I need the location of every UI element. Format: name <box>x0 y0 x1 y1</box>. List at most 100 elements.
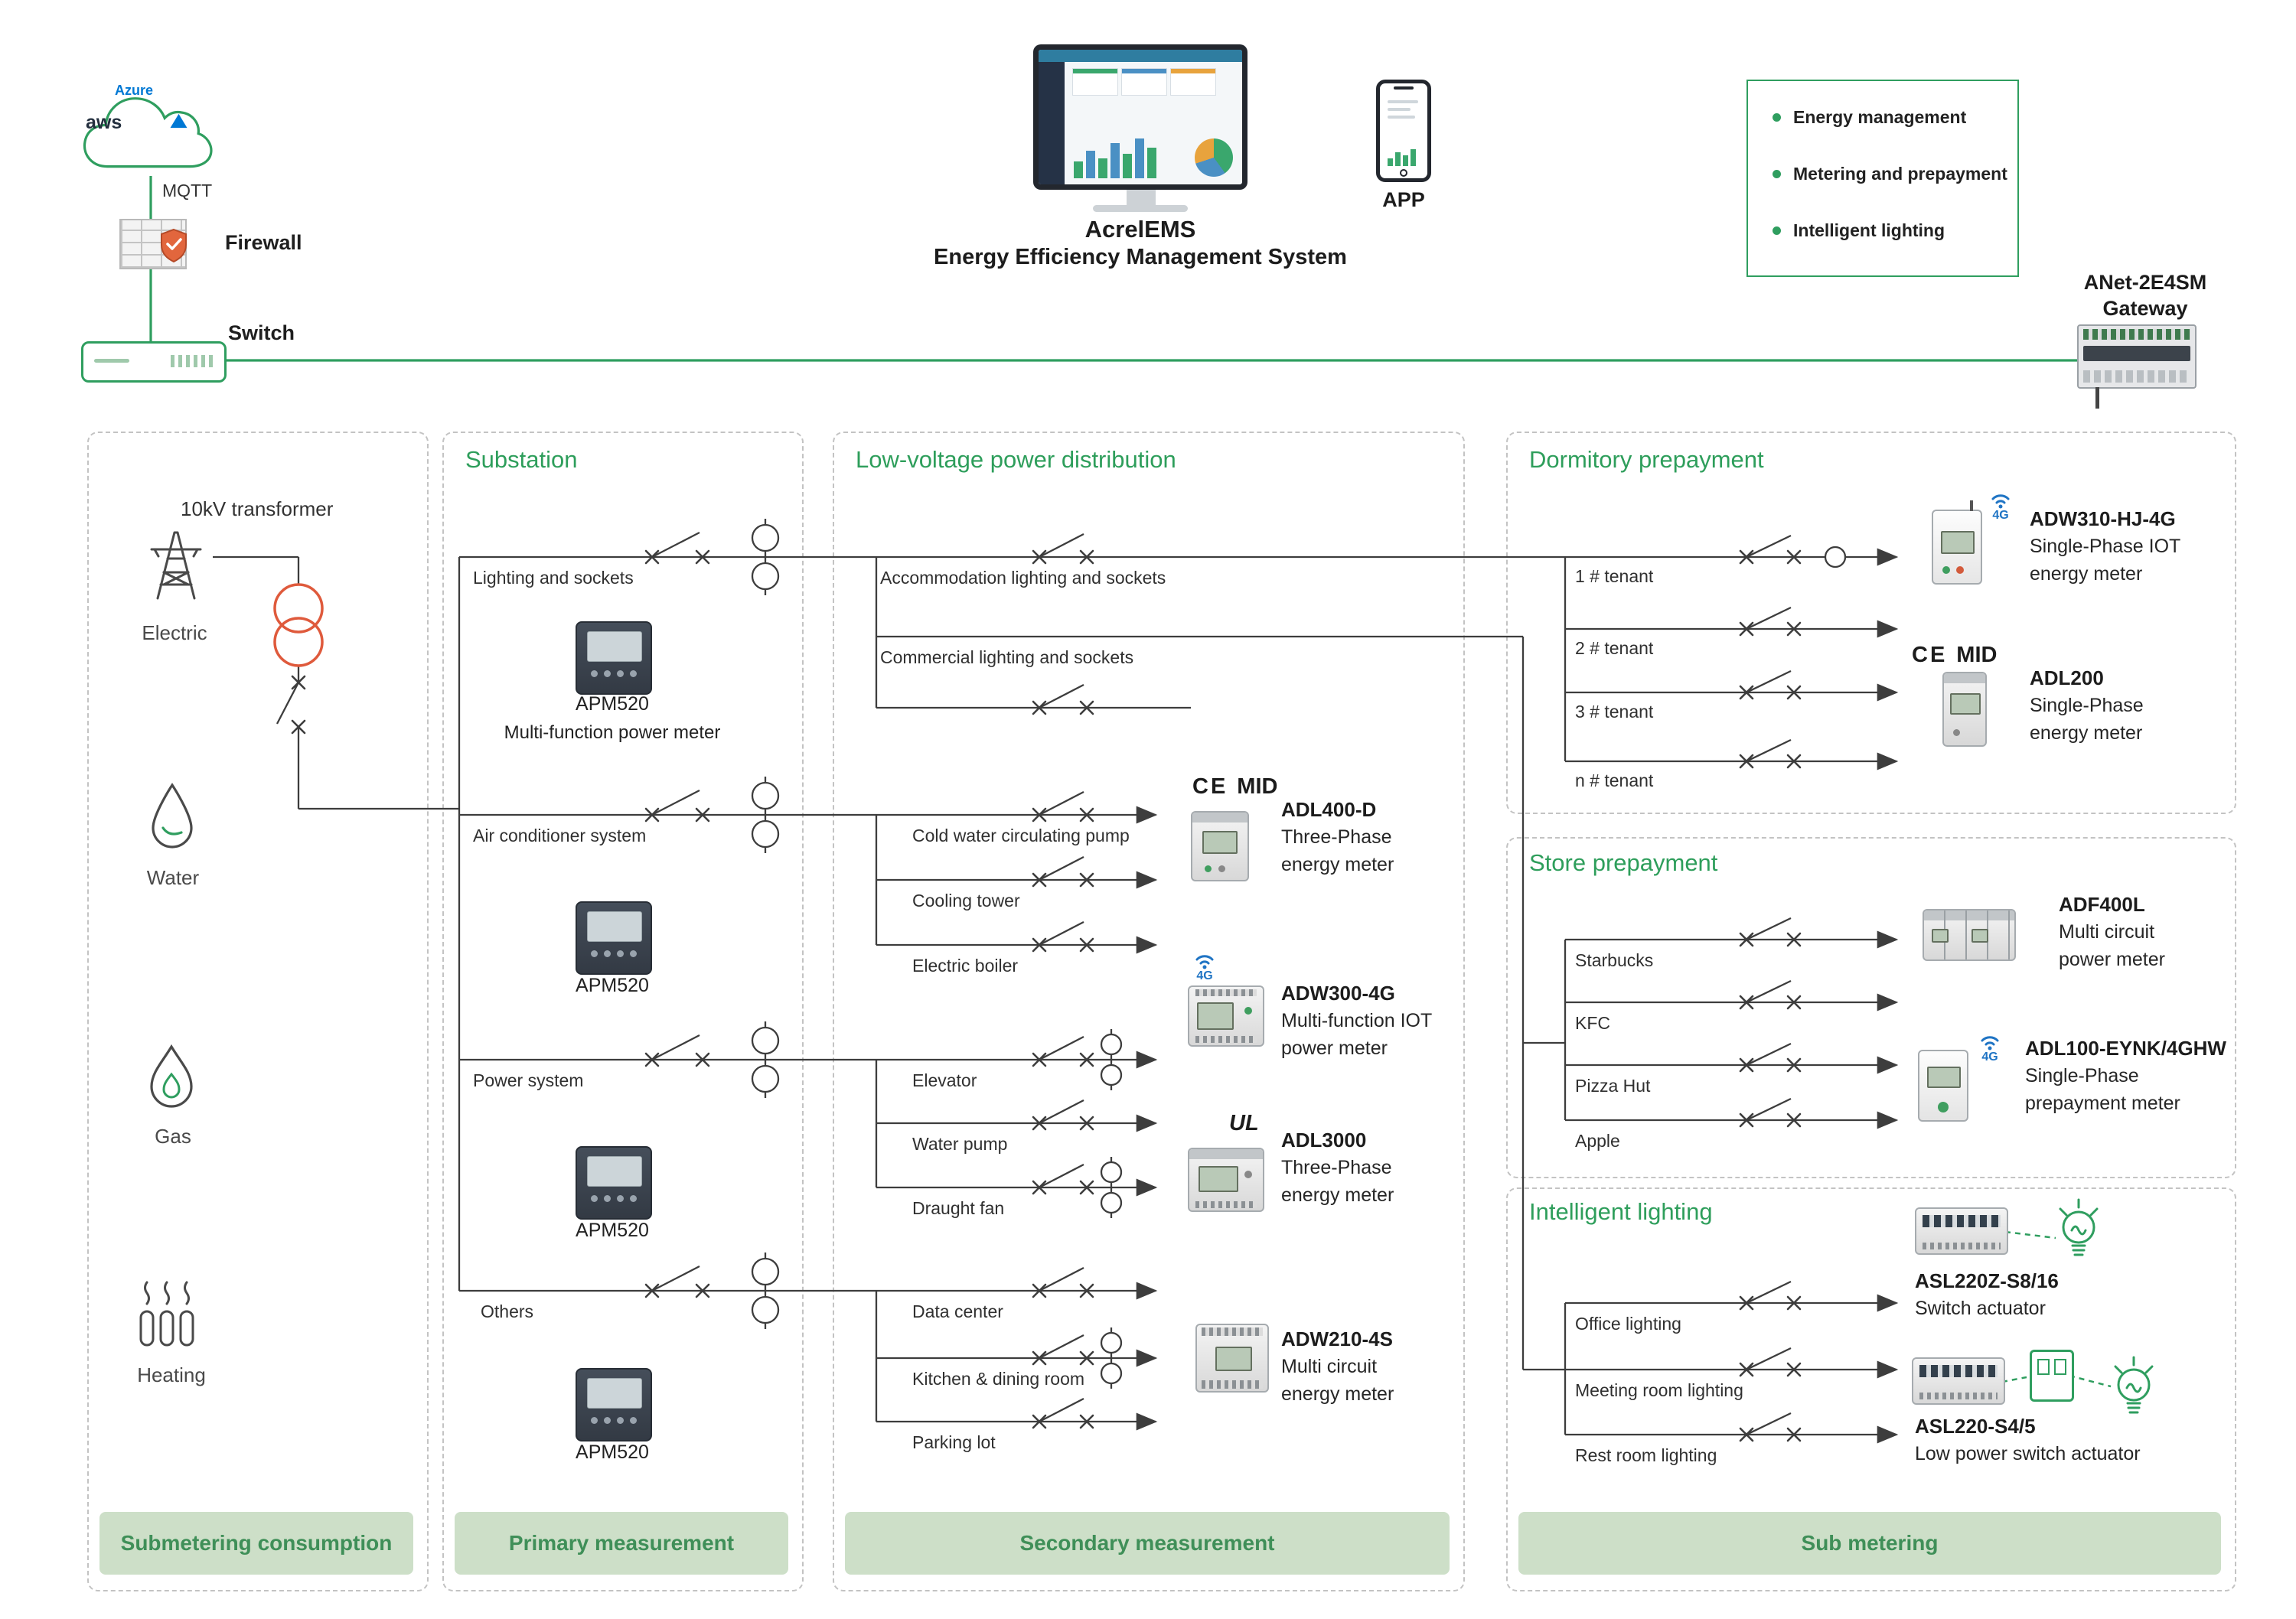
ul-badge: UL <box>1229 1111 1259 1135</box>
meter-line2: prepayment meter <box>2025 1093 2180 1114</box>
bullet-icon <box>1773 226 1781 235</box>
apm520-name: APM520 <box>576 1441 649 1463</box>
branch-label-lighting-sockets: Lighting and sockets <box>473 568 634 588</box>
feature-label: Energy management <box>1793 106 1967 127</box>
branch-label-cold-water: Cold water circulating pump <box>912 826 1130 845</box>
electric-label: Electric <box>142 621 207 644</box>
branch-label-draught-fan: Draught fan <box>912 1198 1005 1218</box>
meter-line1: Single-Phase IOT <box>2030 536 2181 557</box>
apm520-name: APM520 <box>576 975 649 996</box>
adw300-meter-image <box>1188 985 1264 1047</box>
branch-label-water-pump: Water pump <box>912 1134 1008 1154</box>
ce-mark: CE <box>1912 643 1948 667</box>
intelligent-lighting-title: Intelligent lighting <box>1529 1198 1713 1225</box>
adf400l-text: ADF400L Multi circuit power meter <box>2059 891 2165 973</box>
monitor-stand <box>1127 190 1156 205</box>
adf400l-meter-image <box>1923 909 2016 961</box>
device-desc: Low power switch actuator <box>1915 1443 2141 1464</box>
tenant-label-1: 1 # tenant <box>1575 566 1654 586</box>
meter-line1: Three-Phase <box>1281 826 1392 848</box>
footer-submetering: Submetering consumption <box>99 1512 413 1575</box>
meter-line2: power meter <box>2059 949 2165 970</box>
apm520-meter-image <box>576 1368 652 1441</box>
meter-line2: power meter <box>1281 1038 1388 1059</box>
water-drop-icon <box>152 783 193 849</box>
switch-label: Switch <box>228 321 295 344</box>
bullet-icon <box>1773 112 1781 122</box>
heating-radiator-icon <box>139 1281 194 1347</box>
meter-line1: Multi circuit <box>1281 1356 1378 1377</box>
asl220-actuator-image <box>1912 1357 2005 1405</box>
gateway-model: ANet-2E4SM <box>2083 271 2207 294</box>
device-name: ASL220Z-S8/16 <box>1915 1269 2059 1292</box>
meter-line2: energy meter <box>2030 563 2143 585</box>
adl100-text: ADL100-EYNK/4GHW Single-Phase prepayment… <box>2025 1034 2226 1117</box>
apm520-meter-image <box>576 621 652 695</box>
svg-text:4G: 4G <box>1981 1051 1998 1064</box>
lighting-label-rest-room: Rest room lighting <box>1575 1445 1717 1465</box>
footer-submetering-right-label: Sub metering <box>1801 1531 1939 1555</box>
lighting-label-meeting-room: Meeting room lighting <box>1575 1380 1743 1400</box>
store-label-pizza-hut: Pizza Hut <box>1575 1076 1651 1096</box>
dormitory-title: Dormitory prepayment <box>1529 446 1764 473</box>
mqtt-label: MQTT <box>162 181 213 200</box>
feature-list: Energy management Metering and prepaymen… <box>1746 80 2019 277</box>
apm520-name: APM520 <box>576 693 649 715</box>
store-label-kfc: KFC <box>1575 1013 1610 1033</box>
light-bulb-icon <box>2059 1198 2099 1256</box>
substation-title: Substation <box>465 446 578 473</box>
adw210-text: ADW210-4S Multi circuit energy meter <box>1281 1325 1394 1408</box>
device-name: ASL220-S4/5 <box>1915 1415 2036 1438</box>
adl400d-meter-image <box>1191 811 1249 881</box>
gas-label: Gas <box>155 1125 191 1148</box>
ce-mark: CE <box>1192 774 1228 799</box>
branch-label-commercial: Commercial lighting and sockets <box>880 647 1134 667</box>
bullet-icon <box>1773 169 1781 178</box>
asl220z-actuator-image <box>1915 1207 2008 1255</box>
low-voltage-title: Low-voltage power distribution <box>856 446 1176 473</box>
meter-line2: energy meter <box>1281 1383 1394 1405</box>
adl200-text: ADL200 Single-Phase energy meter <box>2030 664 2144 747</box>
tenant-label-2: 2 # tenant <box>1575 638 1654 658</box>
asl220-text: ASL220-S4/5 Low power switch actuator <box>1915 1412 2141 1468</box>
store-title: Store prepayment <box>1529 849 1718 876</box>
branch-label-parking-lot: Parking lot <box>912 1432 996 1452</box>
panel-store <box>1506 837 2236 1178</box>
adw310-meter-image <box>1932 500 1982 585</box>
gas-flame-icon <box>150 1044 193 1108</box>
meter-name: ADL100-EYNK/4GHW <box>2025 1037 2226 1060</box>
branch-label-electric-boiler: Electric boiler <box>912 956 1019 976</box>
switch-icon <box>81 341 227 383</box>
4g-badge-icon: 4G <box>1195 955 1214 982</box>
meter-name: ADL3000 <box>1281 1129 1367 1152</box>
meter-line1: Three-Phase <box>1281 1157 1392 1178</box>
meter-line1: Multi-function IOT <box>1281 1010 1433 1031</box>
adw310-text: ADW310-HJ-4G Single-Phase IOT energy met… <box>2030 505 2180 588</box>
adw210-meter-image <box>1195 1324 1269 1393</box>
adl400d-text: ADL400-D Three-Phase energy meter <box>1281 796 1394 878</box>
panel-submetering <box>87 432 429 1591</box>
meter-name: ADL400-D <box>1281 798 1377 821</box>
gateway-name: Gateway <box>2102 297 2188 320</box>
branch-label-data-center: Data center <box>912 1301 1003 1321</box>
footer-secondary-label: Secondary measurement <box>1019 1531 1275 1555</box>
ce-mid-badge: CE MID <box>1192 774 1277 800</box>
adw300-text: ADW300-4G Multi-function IOT power meter <box>1281 979 1432 1062</box>
branch-label-kitchen: Kitchen & dining room <box>912 1369 1085 1389</box>
shield-icon <box>161 228 187 263</box>
app-label: APP <box>1382 188 1425 211</box>
phone-icon <box>1376 80 1431 182</box>
firewall-label: Firewall <box>225 231 302 254</box>
azure-logo: Azure <box>115 83 154 98</box>
feature-item: Intelligent lighting <box>1756 202 2010 259</box>
aws-logo: aws <box>86 112 122 133</box>
footer-primary: Primary measurement <box>455 1512 788 1575</box>
feature-label: Metering and prepayment <box>1793 163 2007 184</box>
adl3000-meter-image <box>1188 1148 1264 1212</box>
branch-label-elevator: Elevator <box>912 1070 977 1090</box>
branch-label-accommodation: Accommodation lighting and sockets <box>880 568 1166 588</box>
feature-item: Energy management <box>1756 89 2010 145</box>
footer-submetering-label: Submetering consumption <box>120 1531 393 1555</box>
water-label: Water <box>146 866 200 889</box>
